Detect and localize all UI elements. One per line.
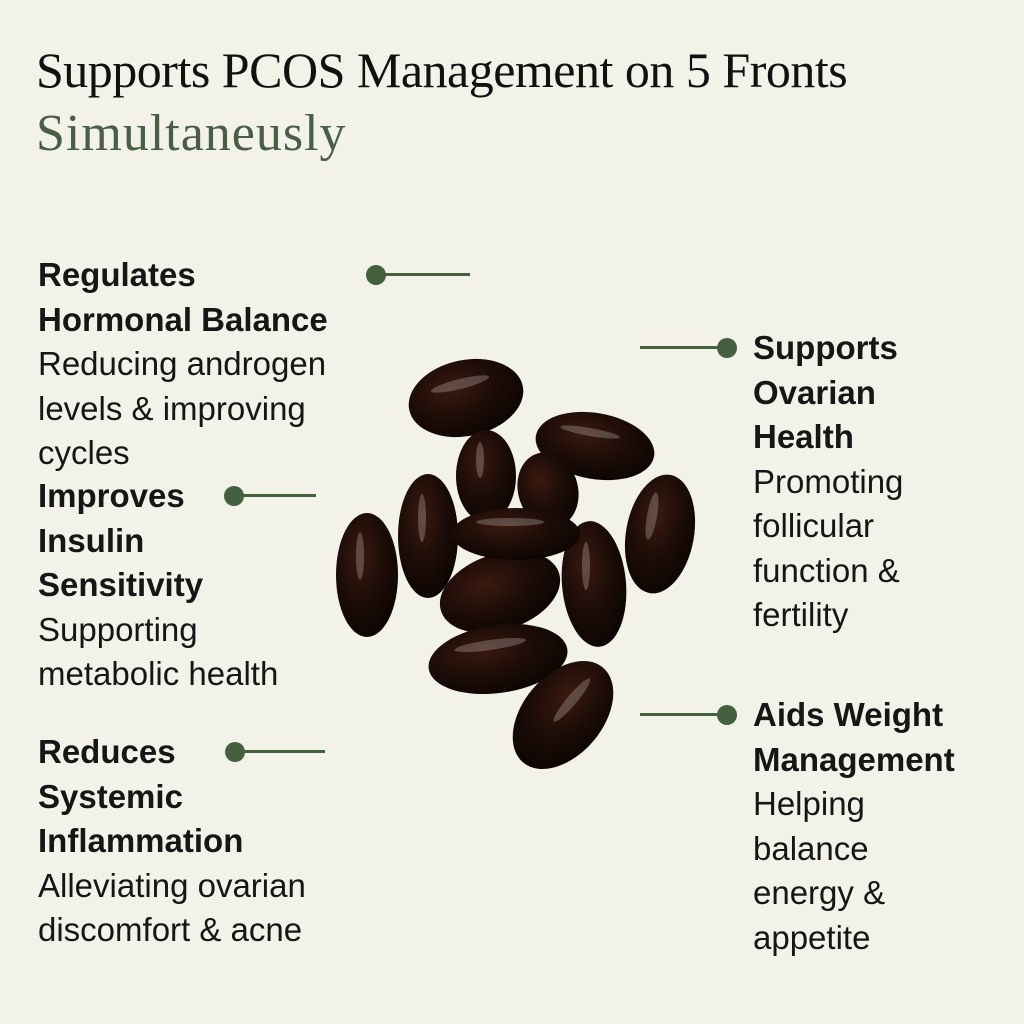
connector-dot-icon <box>717 338 737 358</box>
connector-dot-icon <box>224 486 244 506</box>
benefit-heading: Supports <box>753 329 898 366</box>
benefit-heading: Regulates <box>38 256 196 293</box>
benefit-heading: Reduces <box>38 733 176 770</box>
benefit-description: appetite <box>753 918 871 956</box>
page-subtitle: Simultaneusly <box>36 105 347 162</box>
connector-dot-icon <box>225 742 245 762</box>
benefit-ovarian-health: Supports Ovarian Health Promoting follic… <box>753 326 903 638</box>
benefit-description: cycles <box>38 434 130 471</box>
benefit-heading: Ovarian <box>753 373 876 411</box>
benefit-description: Reducing androgen <box>38 345 327 382</box>
benefit-heading: Hormonal Balance <box>38 300 328 338</box>
benefit-inflammation: Reduces Systemic Inflammation Alleviatin… <box>38 730 306 953</box>
benefit-heading: Sensitivity <box>38 566 204 603</box>
connector-dot-icon <box>717 705 737 725</box>
benefit-description: discomfort & acne <box>38 911 303 948</box>
benefit-insulin-sensitivity: Improves Insulin Sensitivity Supporting … <box>38 474 278 697</box>
benefit-heading: Improves <box>38 477 185 514</box>
benefit-weight-management: Aids Weight Management Helping balance e… <box>753 693 955 960</box>
benefit-description: fertility <box>753 596 849 633</box>
connector-line <box>380 273 470 276</box>
connector-line <box>640 713 726 716</box>
benefit-description: metabolic health <box>38 655 279 692</box>
connector-line <box>238 494 316 497</box>
benefit-hormonal-balance: Regulates Hormonal Balance Reducing andr… <box>38 253 328 476</box>
benefit-description: energy & <box>753 874 886 911</box>
benefit-heading: Management <box>753 740 955 778</box>
benefit-heading: Inflammation <box>38 822 244 859</box>
connector-dot-icon <box>366 265 386 285</box>
benefit-description: levels & improving <box>38 389 306 427</box>
benefit-heading: Aids Weight <box>753 696 944 733</box>
benefit-heading: Health <box>753 418 854 455</box>
benefit-heading: Insulin <box>38 521 145 559</box>
connector-line <box>239 750 325 753</box>
benefit-description: follicular <box>753 507 875 544</box>
benefit-description: Alleviating ovarian <box>38 866 306 904</box>
benefit-description: function & <box>753 551 900 589</box>
page-title: Supports PCOS Management on 5 Fronts <box>36 42 848 98</box>
benefit-description: Helping <box>753 785 865 822</box>
benefit-description: balance <box>753 829 869 867</box>
benefit-description: Promoting <box>753 462 904 500</box>
benefit-description: Supporting <box>38 610 198 648</box>
connector-line <box>640 346 726 349</box>
benefit-heading: Systemic <box>38 777 183 815</box>
